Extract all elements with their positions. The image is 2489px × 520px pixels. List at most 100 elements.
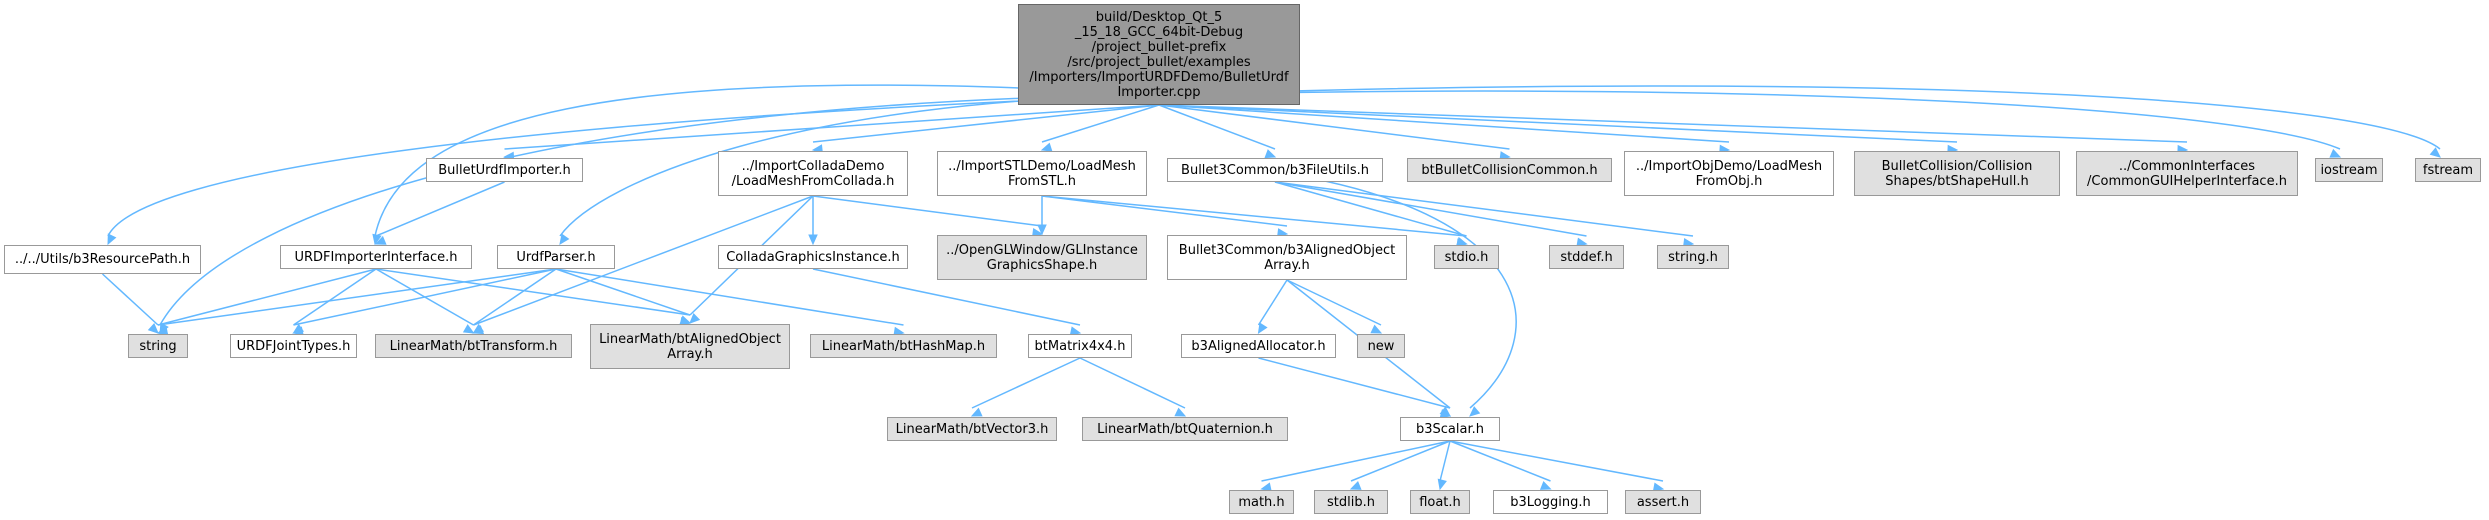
node-urdf-joint-types[interactable]: URDFJointTypes.h [230,334,357,358]
node-label-line: Bullet3Common/b3AlignedObject [1178,242,1396,258]
node-label-line: float.h [1419,494,1461,510]
node-label-line: LinearMath/btQuaternion.h [1097,421,1273,437]
node-label-line: /CommonGUIHelperInterface.h [2087,173,2287,189]
node-label-line: ../ImportObjDemo/LoadMesh [1635,158,1823,174]
edge-urdf_importer_interface-to-string [157,268,377,326]
node-label-line: stddef.h [1560,249,1613,265]
node-label-line: btBulletCollisionCommon.h [1421,162,1598,178]
edge-load_mesh_stl-to-b3_aligned_object_array [1041,195,1288,227]
edge-urdf_parser-to-bt_hash_map [555,268,904,326]
node-bt-bullet-collision-common[interactable]: btBulletCollisionCommon.h [1407,158,1612,182]
node-label-line: ../../Utils/b3ResourcePath.h [14,252,191,267]
node-urdf-parser[interactable]: UrdfParser.h [497,245,615,269]
node-bt-transform[interactable]: LinearMath/btTransform.h [375,334,572,358]
node-resource-path[interactable]: ../../Utils/b3ResourcePath.h [4,245,201,274]
edge-root-to-urdf_importer_interface [374,84,1160,237]
edge-arrowhead [1264,149,1277,159]
edge-root-to-bt_shape_hull [1158,104,1958,143]
edge-root-to-urdf_parser [559,94,1160,237]
edge-arrowhead [2329,148,2342,158]
node-collada-graphics-instance[interactable]: ColladaGraphicsInstance.h [718,245,908,269]
edge-b3_scalar-to-float [1439,440,1451,482]
edge-bullet_urdf_importer-to-urdf_importer_interface [375,181,505,237]
node-float[interactable]: float.h [1410,490,1470,514]
edge-root-to-bt_bullet_collision_common [1158,104,1510,150]
edge-arrowhead [689,312,701,324]
edge-arrowhead [1370,324,1383,334]
edge-arrowhead [1257,322,1268,335]
node-stdlib[interactable]: stdlib.h [1314,490,1388,514]
edge-resource_path-to-string [101,273,159,326]
edge-bt_matrix4x4-to-bt_vector3 [971,357,1081,409]
node-b3-aligned-allocator[interactable]: b3AlignedAllocator.h [1181,334,1336,358]
edge-arrowhead [559,233,570,246]
node-label-line: GraphicsShape.h [986,257,1098,273]
node-label-line: string [139,338,177,354]
node-bullet-urdf-importer[interactable]: BulletUrdfImporter.h [426,158,583,182]
node-new[interactable]: new [1357,334,1405,358]
node-assert[interactable]: assert.h [1625,490,1701,514]
node-label-line: ColladaGraphicsInstance.h [726,249,900,265]
edge-arrowhead [107,233,117,246]
node-label-line: Array.h [1264,257,1310,273]
node-load-mesh-collada[interactable]: ../ImportColladaDemo/LoadMeshFromCollada… [718,151,908,196]
node-b3-logging[interactable]: b3Logging.h [1493,490,1608,514]
edge-urdf_importer_interface-to-urdf_joint_types [293,268,377,326]
edge-load_mesh_collada-to-gl_instance_graphics_shape [812,195,1043,227]
node-label-line: Importer.cpp [1117,84,1201,100]
edge-root-to-b3_file_utils [1158,104,1276,150]
edge-load_mesh_collada-to-bt_transform [473,195,814,326]
node-label-line: /Importers/ImportURDFDemo/BulletUrdf [1029,69,1289,85]
node-label-line: b3Scalar.h [1416,421,1484,437]
edge-arrowhead [808,234,818,246]
node-string-h[interactable]: string.h [1657,245,1729,269]
node-label-line: ../ImportSTLDemo/LoadMesh [948,158,1136,174]
node-label-line: math.h [1238,494,1285,510]
node-math[interactable]: math.h [1229,490,1294,514]
node-iostream[interactable]: iostream [2315,158,2383,182]
node-label-line: ../CommonInterfaces [2118,158,2256,174]
edge-arrowhead [1174,407,1187,417]
edge-collada_graphics_instance-to-bt_matrix4x4 [812,268,1081,326]
node-stddef[interactable]: stddef.h [1549,245,1624,269]
edge-arrowhead [1469,406,1481,417]
edge-arrowhead [1040,142,1053,152]
node-b3-file-utils[interactable]: Bullet3Common/b3FileUtils.h [1167,158,1383,182]
node-bt-hash-map[interactable]: LinearMath/btHashMap.h [810,334,997,358]
node-label-line: LinearMath/btTransform.h [389,338,558,354]
node-fstream[interactable]: fstream [2415,158,2481,182]
node-label-line: /LoadMeshFromCollada.h [731,173,895,189]
edge-root-to-bullet_urdf_importer [504,104,1160,150]
node-label-line: UrdfParser.h [516,249,596,265]
node-common-gui-helper[interactable]: ../CommonInterfaces/CommonGUIHelperInter… [2076,151,2298,196]
edge-urdf_parser-to-bt_transform [473,268,557,326]
node-stdio[interactable]: stdio.h [1434,245,1499,269]
node-bt-vector3[interactable]: LinearMath/btVector3.h [887,417,1057,441]
edge-arrowhead [970,407,983,417]
node-bt-quaternion[interactable]: LinearMath/btQuaternion.h [1082,417,1288,441]
edge-b3_scalar-to-stdlib [1350,440,1451,482]
edge-arrowhead [1439,408,1452,419]
node-label-line: _15_18_GCC_64bit-Debug [1074,24,1244,40]
node-b3-scalar[interactable]: b3Scalar.h [1400,417,1500,441]
edge-root-to-fstream [1158,85,2441,150]
node-string[interactable]: string [128,334,188,358]
node-label-line: LinearMath/btHashMap.h [821,338,986,354]
edge-arrowhead [1037,224,1047,236]
edge-root-to-common_gui_helper [1158,104,2188,143]
edge-arrowhead [679,315,692,325]
edge-b3_aligned_object_array-to-b3_aligned_allocator [1257,279,1288,326]
node-root: build/Desktop_Qt_5_15_18_GCC_64bit-Debug… [1018,4,1300,105]
node-label-line: BulletUrdfImporter.h [438,162,571,178]
edge-arrowhead [1437,478,1447,491]
node-bt-matrix4x4[interactable]: btMatrix4x4.h [1028,334,1132,358]
node-urdf-importer-interface[interactable]: URDFImporterInterface.h [280,245,472,269]
edge-load_mesh_stl-to-stdio [1041,195,1467,237]
node-label-line: btMatrix4x4.h [1034,338,1126,354]
